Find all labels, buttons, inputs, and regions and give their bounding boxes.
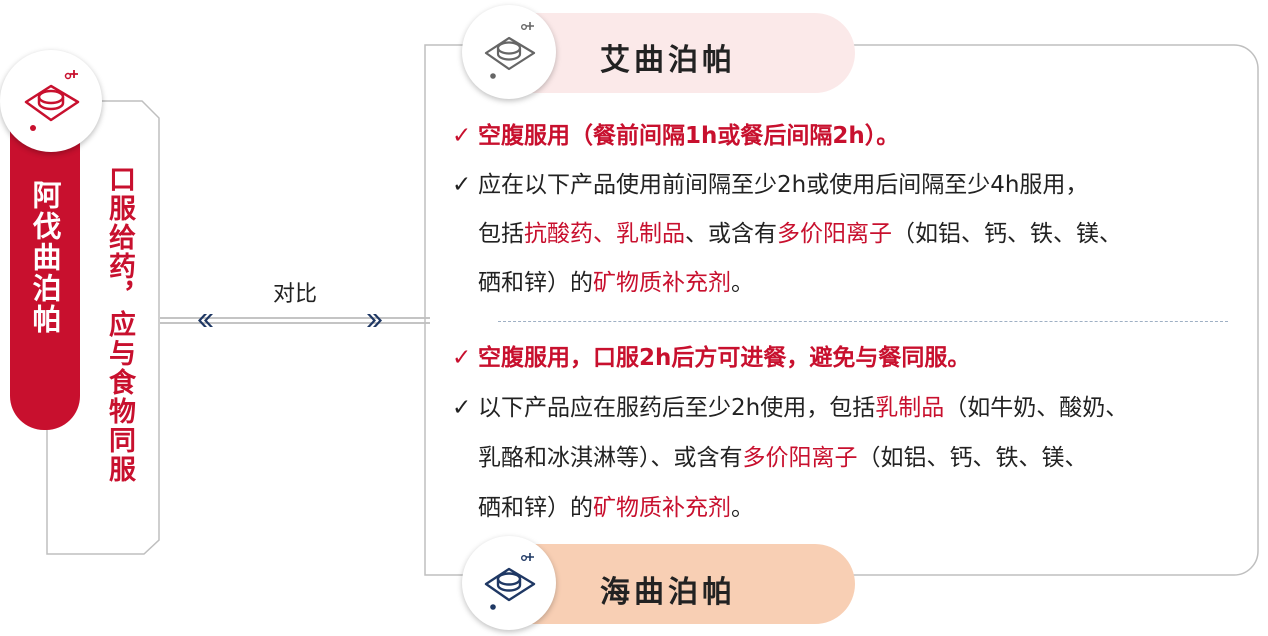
- compare-connector: [160, 314, 430, 327]
- pill-tray-icon: [484, 22, 536, 79]
- top-line-3: 包括抗酸药、乳制品、或含有多价阳离子（如铝、钙、铁、镁、: [478, 221, 1122, 247]
- left-drug-description: 口服给药，应与食物同服: [104, 165, 135, 484]
- bottom-drug-header: [500, 544, 855, 624]
- right-frame: [424, 44, 1259, 576]
- chevron-left-icon: [198, 314, 213, 327]
- top-line-2: ✓应在以下产品使用前间隔至少2h或使用后间隔至少4h服用，: [452, 172, 1089, 198]
- top-drug-header: [500, 13, 855, 93]
- bottom-line-1: ✓空腹服用，口服2h后方可进餐，避免与餐同服。: [452, 345, 971, 371]
- pill-tray-icon: [484, 553, 536, 610]
- bottom-drug-name: 海曲泊帕: [600, 575, 736, 610]
- left-drug-pill: [10, 100, 80, 430]
- bottom-line-4: 硒和锌）的矿物质补充剂。: [478, 495, 754, 521]
- top-icon-circle: [462, 5, 556, 99]
- section-divider: [498, 321, 1228, 322]
- bottom-line-2: ✓以下产品应在服药后至少2h使用，包括乳制品（如牛奶、酸奶、: [452, 395, 1129, 421]
- top-drug-name: 艾曲泊帕: [600, 43, 736, 78]
- left-drug-name: 阿伐曲泊帕: [28, 180, 62, 335]
- bottom-icon-circle: [462, 536, 556, 630]
- compare-label: 对比: [272, 282, 317, 307]
- check-icon: ✓: [452, 172, 472, 198]
- pill-tray-icon: [24, 70, 80, 131]
- check-icon: ✓: [452, 395, 472, 421]
- left-icon-circle: [0, 50, 102, 152]
- bottom-line-3: 乳酪和冰淇淋等）、或含有多价阳离子（如铝、钙、铁、镁、: [478, 445, 1088, 471]
- check-icon: ✓: [452, 345, 472, 371]
- top-line-1: ✓空腹服用（餐前间隔1h或餐后间隔2h）。: [452, 123, 900, 149]
- check-icon: ✓: [452, 123, 472, 149]
- chevron-right-icon: [367, 314, 382, 327]
- top-line-4: 硒和锌）的矿物质补充剂。: [478, 270, 754, 296]
